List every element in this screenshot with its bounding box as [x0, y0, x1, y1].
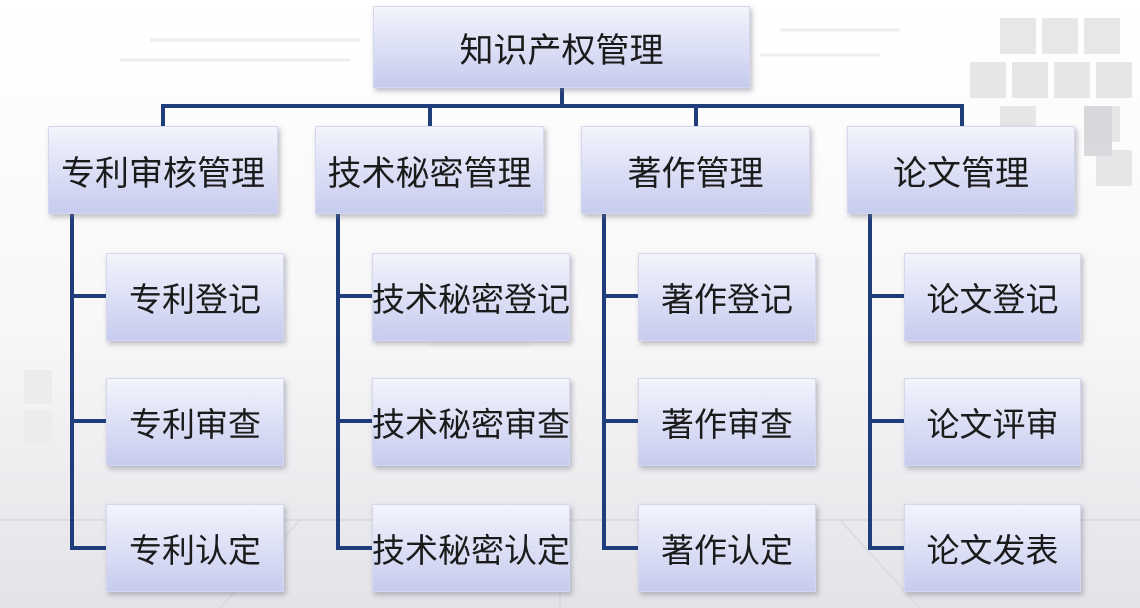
leaf-node-works-certification: 著作认定	[638, 504, 816, 592]
branch-node-patent-review: 专利审核管理	[48, 126, 278, 214]
root-node: 知识产权管理	[373, 6, 750, 88]
leaf-node-paper-review: 论文评审	[904, 378, 1081, 466]
branch-node-works: 著作管理	[581, 126, 810, 214]
leaf-node-paper-publication: 论文发表	[904, 504, 1081, 592]
leaf-node-trade-secret-registration: 技术秘密登记	[372, 253, 570, 341]
leaf-node-trade-secret-certification: 技术秘密认定	[372, 504, 570, 592]
leaf-node-paper-registration: 论文登记	[904, 253, 1081, 341]
leaf-node-trade-secret-examination: 技术秘密审查	[372, 378, 570, 466]
branch-node-trade-secret: 技术秘密管理	[315, 126, 544, 214]
leaf-node-patent-certification: 专利认定	[106, 504, 284, 592]
leaf-node-patent-examination: 专利审查	[106, 378, 284, 466]
leaf-node-patent-registration: 专利登记	[106, 253, 284, 341]
leaf-node-works-examination: 著作审查	[638, 378, 816, 466]
branch-node-papers: 论文管理	[847, 126, 1075, 214]
leaf-node-works-registration: 著作登记	[638, 253, 816, 341]
